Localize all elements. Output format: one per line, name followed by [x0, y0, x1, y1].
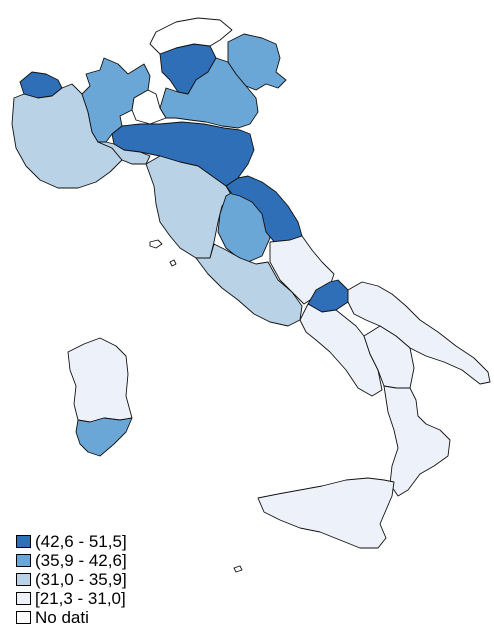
legend-label: (42,6 - 51,5] — [35, 532, 127, 551]
legend-label: (31,0 - 35,9] — [35, 570, 127, 589]
island-small-2 — [233, 565, 243, 573]
legend-item: No dati — [16, 608, 127, 627]
region-emilia-romagna[interactable] — [111, 121, 255, 187]
legend-item: (31,0 - 35,9] — [16, 570, 127, 589]
legend-label: No dati — [35, 608, 89, 627]
region-sardegna[interactable] — [67, 337, 133, 423]
region-toscana[interactable] — [145, 155, 233, 259]
region-puglia[interactable] — [347, 281, 491, 385]
region-calabria[interactable] — [383, 385, 451, 497]
region-north-sliver — [149, 17, 233, 55]
legend-swatch — [16, 535, 31, 548]
region-sicilia[interactable] — [257, 477, 395, 549]
legend-swatch — [16, 573, 31, 586]
legend-item: [21,3 - 31,0] — [16, 589, 127, 608]
legend-item: (35,9 - 42,6] — [16, 551, 127, 570]
region-veneto[interactable] — [159, 57, 259, 129]
region-friuli[interactable] — [227, 33, 287, 91]
legend-swatch — [16, 592, 31, 605]
region-lazio[interactable] — [195, 243, 303, 327]
legend-item: (42,6 - 51,5] — [16, 532, 127, 551]
map-legend: (42,6 - 51,5](35,9 - 42,6](31,0 - 35,9][… — [16, 532, 127, 627]
region-lombardia[interactable] — [81, 57, 151, 143]
island-elba — [149, 239, 163, 249]
region-sardegna-sud[interactable] — [75, 417, 133, 457]
legend-label: [21,3 - 31,0] — [35, 589, 126, 608]
island-small-1 — [169, 259, 177, 267]
legend-swatch — [16, 611, 31, 624]
region-liguria[interactable] — [97, 141, 151, 165]
legend-swatch — [16, 554, 31, 567]
legend-label: (35,9 - 42,6] — [35, 551, 127, 570]
